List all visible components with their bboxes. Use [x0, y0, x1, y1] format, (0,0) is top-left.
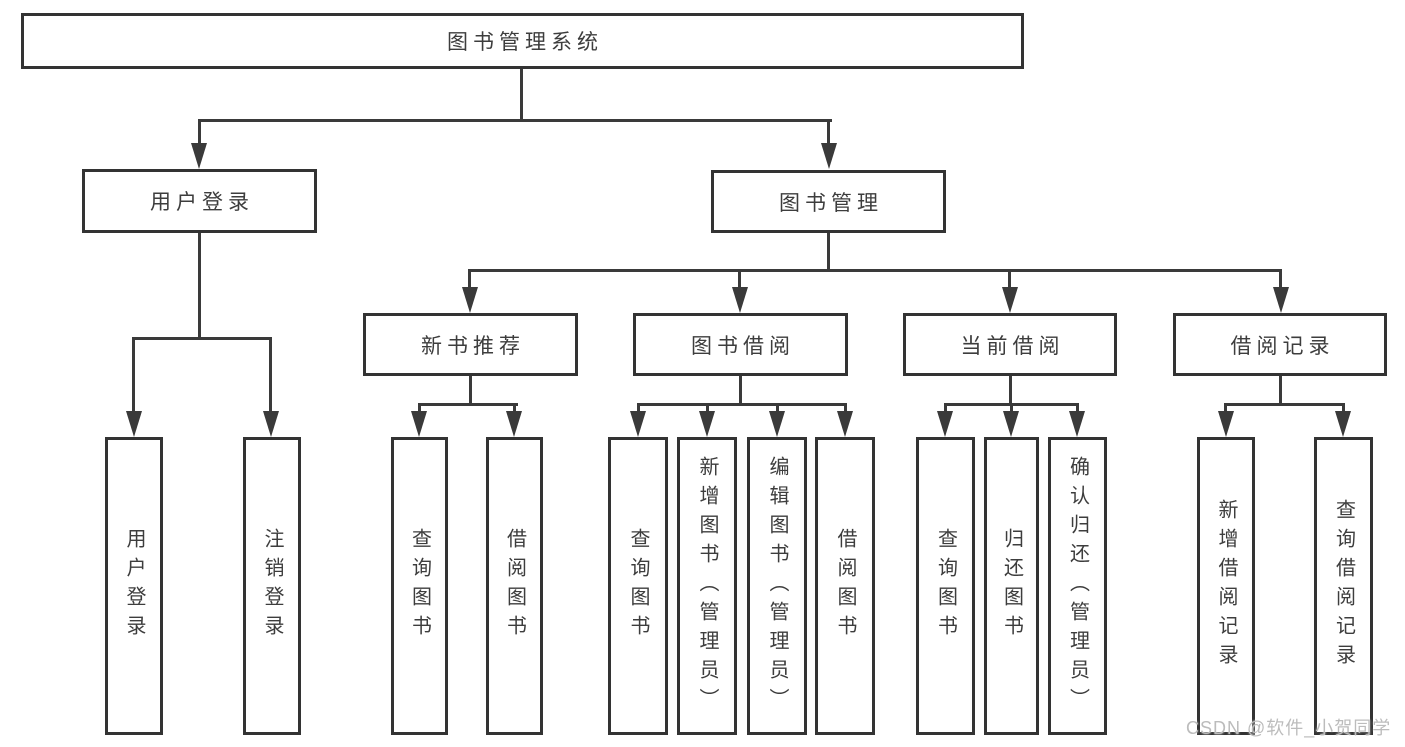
connector-drop-borrow-records — [1279, 269, 1282, 293]
leaf-bb-add-book-label: 新增图书（管理员） — [696, 455, 718, 717]
connector-user-login-stem — [198, 233, 201, 339]
node-root: 图书管理系统 — [21, 13, 1024, 69]
connector-user-login-crossbar — [132, 337, 272, 340]
leaf-rec-borrow-book: 借阅图书 — [486, 437, 543, 735]
connector-drop — [1224, 403, 1227, 413]
connector-drop — [637, 403, 640, 413]
connector-drop-leaf-login — [132, 337, 135, 417]
arrowhead-leaf-login — [126, 411, 142, 437]
leaf-bb-edit-book-label: 编辑图书（管理员） — [766, 455, 788, 717]
connector-root-stem — [520, 69, 523, 122]
arrowhead-book-borrow — [732, 287, 748, 313]
connector-book-borrow-crossbar — [637, 403, 847, 406]
arrowhead — [837, 411, 853, 437]
connector-new-book-crossbar — [418, 403, 518, 406]
leaf-logout: 注销登录 — [243, 437, 301, 735]
leaf-br-query-record-label: 查询借阅记录 — [1332, 499, 1355, 673]
leaf-rec-query-book: 查询图书 — [391, 437, 448, 735]
node-book-mgmt-label: 图书管理 — [779, 191, 883, 215]
node-book-borrow: 图书借阅 — [633, 313, 848, 376]
node-user-login-label: 用户登录 — [150, 191, 254, 214]
node-new-book-rec-label: 新书推荐 — [421, 334, 525, 358]
arrowhead — [1069, 411, 1085, 437]
arrowhead-borrow-records — [1273, 287, 1289, 313]
leaf-cb-confirm-return: 确认归还（管理员） — [1048, 437, 1107, 735]
connector-drop-book-mgmt — [827, 119, 830, 147]
arrowhead-new-book — [462, 287, 478, 313]
connector-drop — [844, 403, 847, 413]
leaf-user-login: 用户登录 — [105, 437, 163, 735]
connector-drop-leaf-logout — [269, 337, 272, 417]
leaf-bb-query-book: 查询图书 — [608, 437, 668, 735]
leaf-bb-borrow-book: 借阅图书 — [815, 437, 875, 735]
leaf-bb-add-book: 新增图书（管理员） — [677, 437, 737, 735]
leaf-user-login-label: 用户登录 — [123, 528, 145, 644]
watermark: CSDN @软件_小贺同学 — [1186, 718, 1392, 738]
connector-borrow-records-stem — [1279, 376, 1282, 406]
leaf-bb-edit-book: 编辑图书（管理员） — [747, 437, 807, 735]
node-user-login: 用户登录 — [82, 169, 317, 233]
leaf-br-query-record: 查询借阅记录 — [1314, 437, 1373, 735]
arrowhead — [411, 411, 427, 437]
connector-drop — [944, 403, 947, 413]
leaf-rec-borrow-book-label: 借阅图书 — [503, 528, 526, 644]
node-current-borrow-label: 当前借阅 — [960, 334, 1065, 358]
arrowhead — [1003, 411, 1019, 437]
connector-borrow-records-crossbar — [1225, 403, 1345, 406]
arrowhead-book-mgmt — [821, 143, 837, 169]
leaf-cb-return-book-label: 归还图书 — [1000, 528, 1023, 644]
connector-drop — [1010, 403, 1013, 413]
leaf-br-add-record: 新增借阅记录 — [1197, 437, 1255, 735]
node-current-borrow: 当前借阅 — [903, 313, 1117, 376]
leaf-cb-query-book-label: 查询图书 — [934, 528, 957, 644]
leaf-cb-query-book: 查询图书 — [916, 437, 975, 735]
connector-book-mgmt-crossbar — [469, 269, 1282, 272]
connector-drop-book-borrow — [738, 269, 741, 293]
connector-drop — [776, 403, 779, 413]
node-borrow-records-label: 借阅记录 — [1230, 334, 1335, 358]
connector-root-crossbar — [198, 119, 832, 122]
connector-new-book-stem — [469, 376, 472, 406]
connector-drop — [418, 403, 421, 413]
arrowhead — [699, 411, 715, 437]
connector-current-borrow-stem — [1009, 376, 1012, 406]
connector-drop — [513, 403, 516, 413]
arrowhead — [630, 411, 646, 437]
connector-drop — [706, 403, 709, 413]
connector-book-mgmt-stem — [827, 233, 830, 271]
node-book-borrow-label: 图书借阅 — [691, 334, 795, 358]
leaf-rec-query-book-label: 查询图书 — [408, 528, 431, 644]
arrowhead-leaf-logout — [263, 411, 279, 437]
connector-drop-current-borrow — [1008, 269, 1011, 293]
arrowhead — [769, 411, 785, 437]
node-root-label: 图书管理系统 — [447, 31, 603, 54]
leaf-bb-borrow-book-label: 借阅图书 — [834, 528, 856, 644]
connector-book-borrow-stem — [739, 376, 742, 406]
arrowhead — [1335, 411, 1351, 437]
leaf-br-add-record-label: 新增借阅记录 — [1215, 499, 1237, 673]
connector-drop — [1342, 403, 1345, 413]
leaf-cb-confirm-return-label: 确认归还（管理员） — [1066, 455, 1089, 717]
node-borrow-records: 借阅记录 — [1173, 313, 1387, 376]
connector-drop — [1076, 403, 1079, 413]
arrowhead-user-login — [191, 143, 207, 169]
leaf-bb-query-book-label: 查询图书 — [627, 528, 649, 644]
arrowhead — [937, 411, 953, 437]
leaf-logout-label: 注销登录 — [261, 528, 283, 644]
arrowhead — [1218, 411, 1234, 437]
node-new-book-rec: 新书推荐 — [363, 313, 578, 376]
leaf-cb-return-book: 归还图书 — [984, 437, 1039, 735]
arrowhead-current-borrow — [1002, 287, 1018, 313]
connector-drop-user-login — [198, 119, 201, 147]
arrowhead — [506, 411, 522, 437]
node-book-mgmt: 图书管理 — [711, 170, 946, 233]
connector-drop-new-book — [468, 269, 471, 293]
